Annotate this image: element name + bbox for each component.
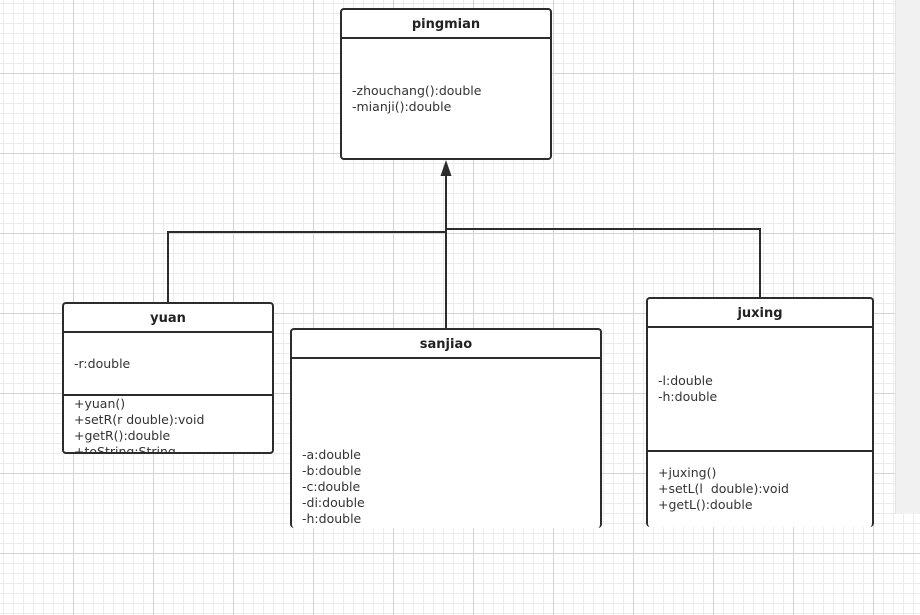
class-name: juxing xyxy=(648,299,872,328)
method: +juxing() xyxy=(658,465,717,480)
method: +getL():double xyxy=(658,497,753,512)
attribute: -a:double xyxy=(302,447,361,462)
attribute: -r:double xyxy=(74,355,131,371)
attribute: -b:double xyxy=(302,463,362,478)
class-name: pingmian xyxy=(342,10,550,39)
attribute: -c:double xyxy=(302,479,361,494)
class-yuan[interactable]: yuan -r:double +yuan() +setR(r double):v… xyxy=(62,302,274,454)
inheritance-connectors xyxy=(167,160,761,328)
attributes-section: -zhouchang():double -mianji():double xyxy=(342,39,550,158)
method: +toString:String xyxy=(74,444,176,454)
generalization-arrowhead-icon xyxy=(440,160,452,176)
attribute: -zhouchang():double xyxy=(352,82,482,98)
method: +getR():double xyxy=(74,428,171,443)
section-divider xyxy=(64,394,272,396)
yuan-inheritance-line xyxy=(167,231,446,302)
class-name: yuan xyxy=(64,304,272,333)
attribute: -h:double xyxy=(302,511,362,526)
attributes-section: -l:double -h:double xyxy=(648,328,872,450)
class-pingmian[interactable]: pingmian -zhouchang():double -mianji():d… xyxy=(340,8,552,160)
attribute: -mianji():double xyxy=(352,98,452,114)
method: +yuan() xyxy=(74,396,126,411)
section-divider xyxy=(648,450,872,452)
method: +setL(l double):void xyxy=(658,481,789,496)
class-name: sanjiao xyxy=(292,330,600,359)
juxing-inheritance-line xyxy=(446,228,761,297)
attribute: -h:double xyxy=(658,389,718,404)
class-juxing[interactable]: juxing -l:double -h:double +juxing() +se… xyxy=(646,297,874,527)
methods-section: +juxing() +setL(l double):void +getL():d… xyxy=(648,452,872,513)
attribute: -di:double xyxy=(302,495,365,510)
attributes-section: -r:double xyxy=(64,333,272,394)
method: +setR(r double):void xyxy=(74,412,205,427)
class-sanjiao[interactable]: sanjiao -a:double -b:double -c:double -d… xyxy=(290,328,602,528)
attribute: -l:double xyxy=(658,373,713,388)
attributes-section: -a:double -b:double -c:double -di:double… xyxy=(292,359,600,615)
vertical-scrollbar[interactable] xyxy=(895,0,920,514)
methods-section: +yuan() +setR(r double):void +getR():dou… xyxy=(64,396,272,454)
